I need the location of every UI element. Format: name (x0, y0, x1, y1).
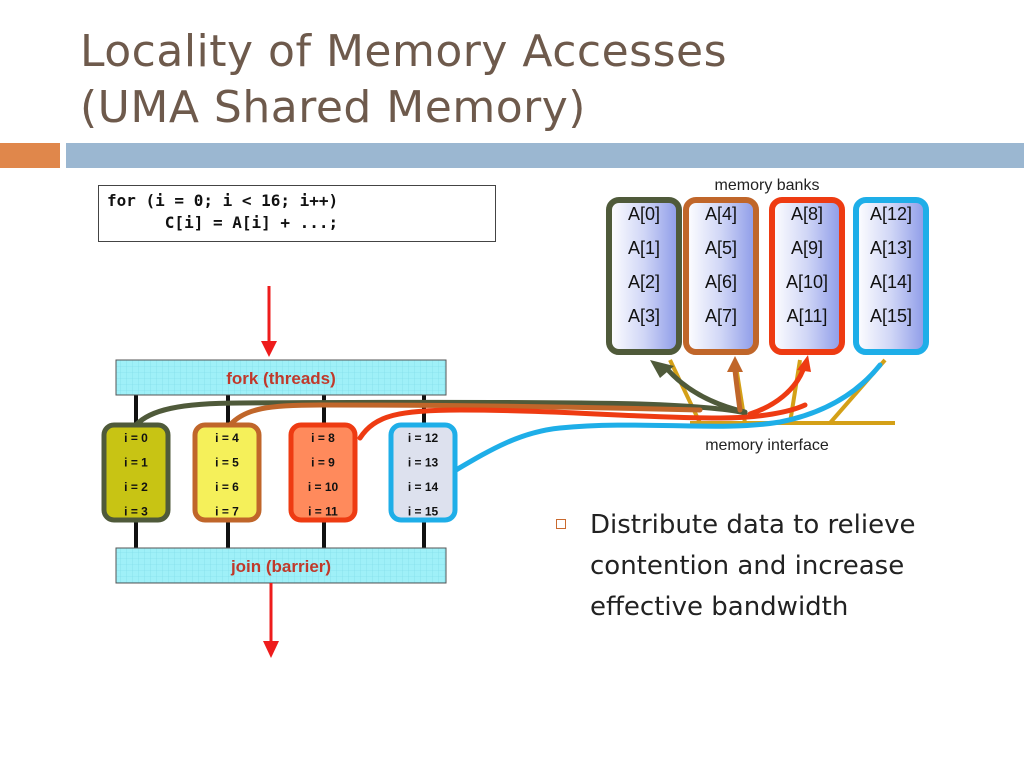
memory-bank-cell: A[6] (705, 272, 737, 292)
memory-bank-cell: A[0] (628, 204, 660, 224)
memory-bank-cell: A[12] (870, 204, 912, 224)
join-label: join (barrier) (230, 557, 331, 576)
memory-bank-2: A[8] A[9] A[10] A[11] (769, 197, 845, 355)
memory-bank-cell: A[4] (705, 204, 737, 224)
memory-bank-cell: A[11] (787, 306, 828, 326)
code-line-1: for (i = 0; i < 16; i++) (107, 191, 339, 210)
thread-index-label: i = 6 (215, 480, 239, 494)
title-line-1: Locality of Memory Accesses (80, 26, 727, 77)
title-line-2: (UMA Shared Memory) (80, 82, 586, 133)
thread-index-label: i = 5 (215, 456, 239, 470)
thread-boxes: i = 0 i = 1 i = 2 i = 3 i = 4 i = 5 i = 6 i = 7… (101, 422, 458, 523)
thread-index-label: i = 14 (408, 480, 439, 494)
memory-bank-cell: A[9] (791, 238, 823, 258)
thread-index-label: i = 3 (124, 505, 148, 519)
slide-title: Locality of Memory Accesses (UMA Shared … (80, 24, 727, 136)
bullet-text: Distribute data to relieve contention an… (590, 510, 916, 622)
thread-box-3: i = 12 i = 13 i = 14 i = 15 (388, 422, 458, 523)
memory-bank-cell: A[10] (786, 272, 828, 292)
memory-bank-boxes: A[0] A[1] A[2] A[3] A[4] A[5] A[6] A[7] A[8] A[9]… (606, 197, 929, 355)
thread-box-1: i = 4 i = 5 i = 6 i = 7 (192, 422, 262, 523)
memory-bank-cell: A[15] (870, 306, 912, 326)
memory-bank-cell: A[5] (705, 238, 737, 258)
memory-banks-label: memory banks (715, 177, 820, 194)
thread-0-link (133, 399, 748, 428)
memory-bank-cell: A[3] (628, 306, 660, 326)
memory-interface-label: memory interface (705, 437, 829, 454)
memory-bank-1: A[4] A[5] A[6] A[7] (683, 197, 759, 355)
thread-index-label: i = 10 (308, 480, 339, 494)
memory-bank-cell: A[1] (628, 238, 660, 258)
thread-index-label: i = 7 (215, 505, 239, 519)
thread-index-label: i = 4 (215, 431, 239, 445)
memory-bank-3: A[12] A[13] A[14] A[15] (853, 197, 929, 355)
bank-1-link (732, 367, 743, 413)
bank-arrowheads (650, 355, 811, 378)
fork-bar (115, 359, 447, 396)
accent-bar-blue (66, 143, 1024, 168)
memory-bank-cell: A[8] (791, 204, 823, 224)
connection-curves (133, 362, 883, 473)
thread-box-frame (192, 422, 262, 523)
fork-label: fork (threads) (226, 369, 336, 388)
memory-bank-cell: A[2] (628, 272, 660, 292)
thread-index-label: i = 13 (408, 456, 439, 470)
memory-bank-frame (683, 197, 759, 355)
thread-index-label: i = 2 (124, 480, 148, 494)
fork-arrow-head (261, 341, 277, 357)
code-line-2: C[i] = A[i] + ...; (107, 213, 339, 232)
thread-box-frame (388, 422, 458, 523)
thread-index-label: i = 1 (124, 456, 148, 470)
thread-3-link (453, 362, 883, 473)
bank-0-link (665, 367, 748, 415)
memory-bank-frame (769, 197, 845, 355)
accent-bar-orange (0, 143, 60, 168)
thread-index-label: i = 8 (311, 431, 335, 445)
code-box: for (i = 0; i < 16; i++) C[i] = A[i] + .… (98, 185, 496, 242)
thread-box-frame (288, 422, 358, 523)
thread-index-label: i = 12 (408, 431, 439, 445)
thread-1-link (227, 402, 703, 428)
memory-bank-frame (853, 197, 929, 355)
bank-2-link (747, 367, 806, 417)
thread-box-2: i = 8 i = 9 i = 10 i = 11 (288, 422, 358, 523)
thread-index-label: i = 9 (311, 456, 335, 470)
thread-box-frame (101, 422, 171, 523)
memory-bank-frame (606, 197, 682, 355)
join-arrow-head (263, 641, 279, 658)
thread-index-label: i = 11 (308, 505, 338, 519)
join-bar (115, 547, 447, 584)
thread-index-label: i = 15 (408, 505, 439, 519)
memory-bank-0: A[0] A[1] A[2] A[3] (606, 197, 682, 355)
memory-bank-cell: A[13] (870, 238, 912, 258)
memory-bank-cell: A[7] (705, 306, 737, 326)
thread-2-link (357, 402, 808, 441)
bullet-marker (556, 519, 566, 529)
thread-box-0: i = 0 i = 1 i = 2 i = 3 (101, 422, 171, 523)
thread-index-label: i = 0 (124, 431, 148, 445)
memory-bank-cell: A[14] (870, 272, 912, 292)
